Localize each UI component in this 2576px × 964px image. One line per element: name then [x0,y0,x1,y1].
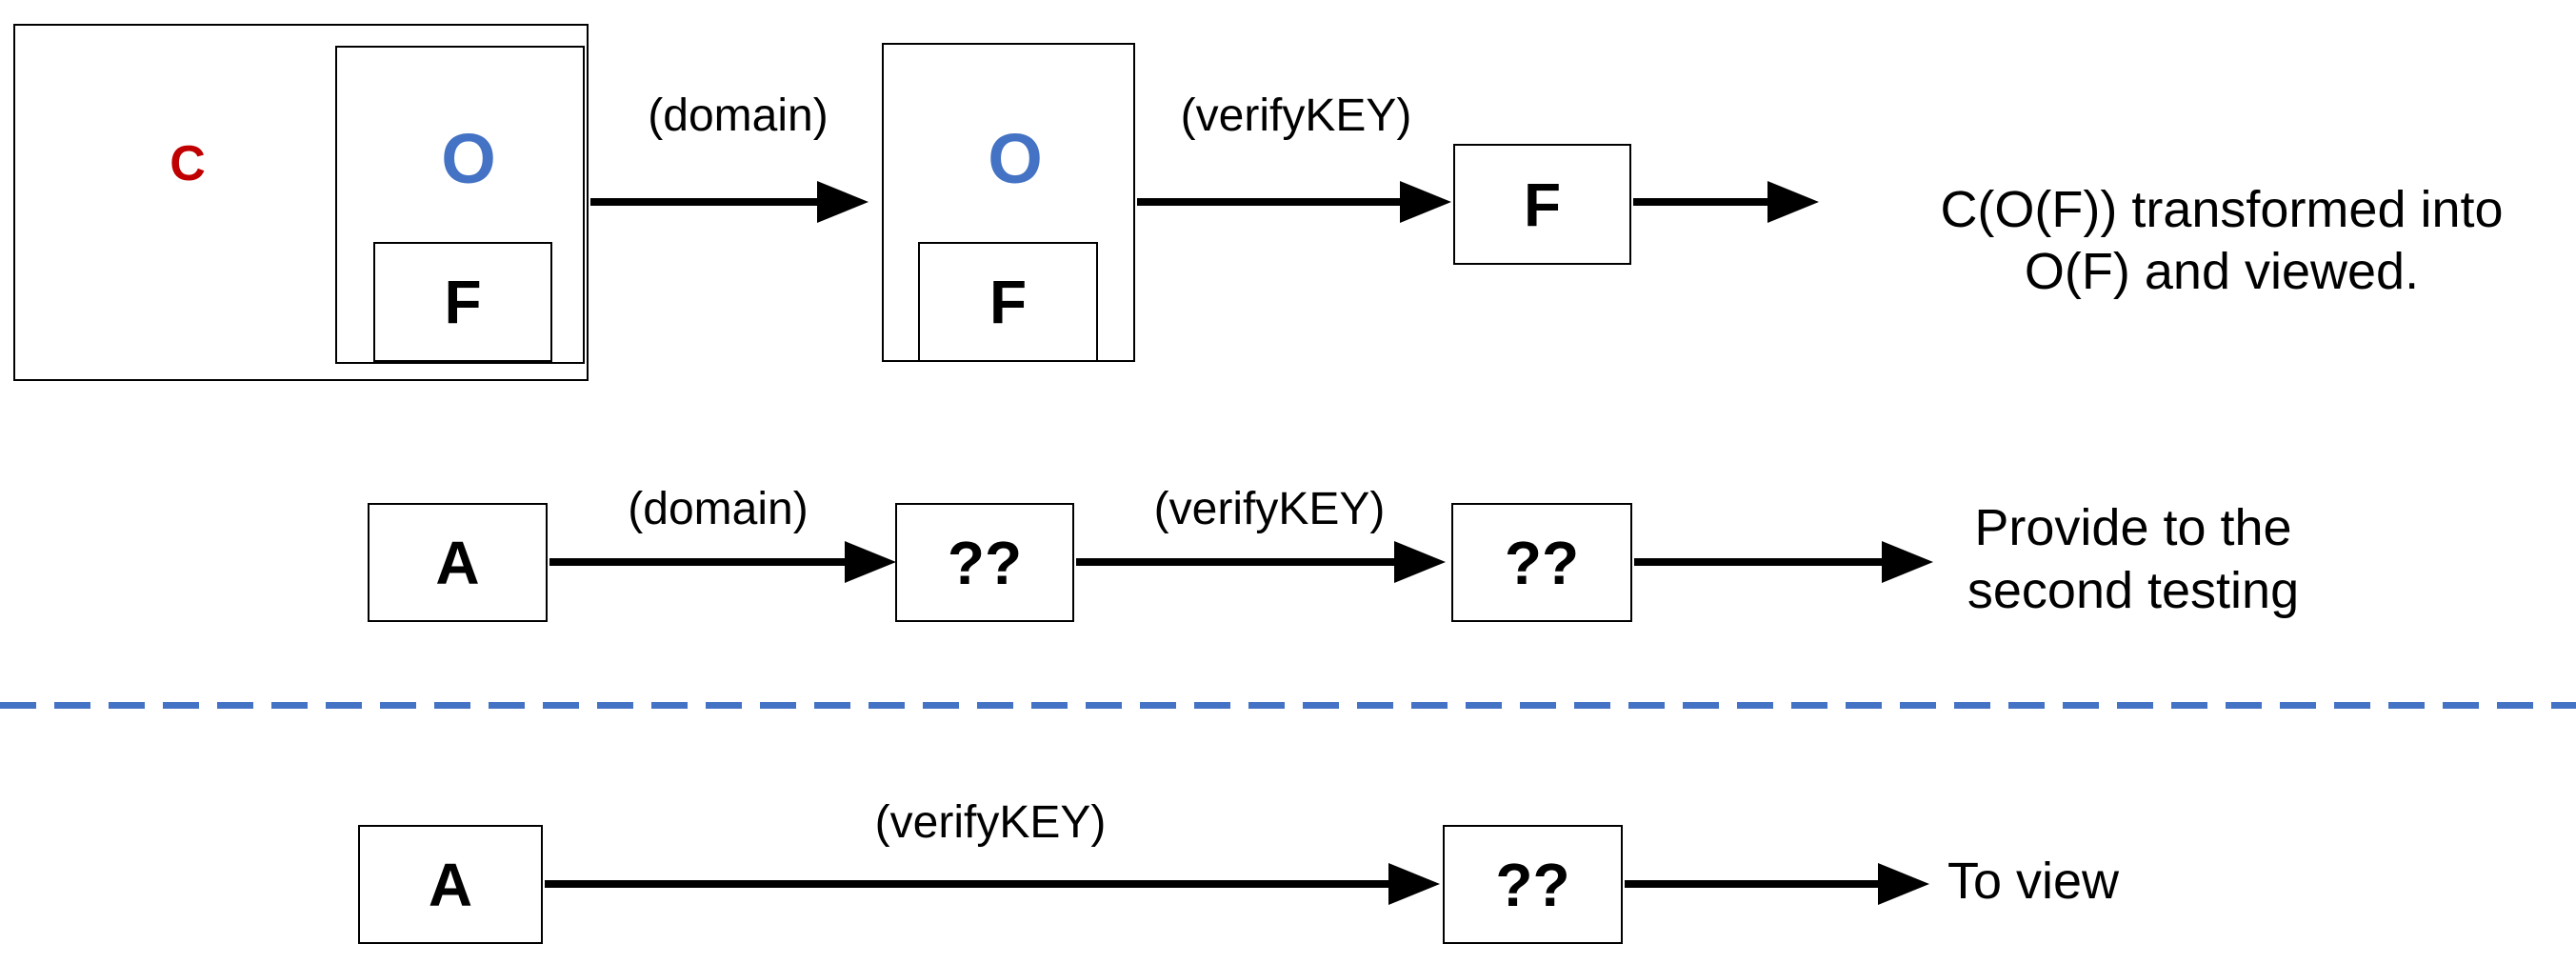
box-f-first: F [373,242,552,362]
row2-arrow-verifykey [1076,541,1446,583]
arrow-shaft [1634,558,1882,566]
box-o-first [335,46,585,364]
arrow-head [1882,541,1933,583]
row2-label-verifykey: (verifyKEY) [1153,484,1386,534]
arrow-shaft [1633,198,1767,206]
arrow-shaft [545,880,1388,888]
arrow-shaft [549,558,845,566]
dashed-divider [0,702,2576,709]
row1-caption-line1: C(O(F)) transformed into [1940,181,2504,238]
letter-o-first: O [441,119,496,198]
arrow-shaft [590,198,817,206]
row2-caption: Provide to the second testing [1895,496,2371,622]
row2-arrow-domain [549,541,896,583]
row3-arrow-result [1625,863,1929,905]
arrow-shaft [1137,198,1400,206]
arrow-head [1388,863,1440,905]
box-f-second: F [918,242,1098,362]
row1-arrow-result [1633,181,1819,223]
arrow-head [845,541,896,583]
row1-arrow-domain [590,181,869,223]
box-f-third: F [1453,144,1631,265]
letter-q2-row2: ?? [1504,528,1580,597]
row1-arrow-verifykey [1137,181,1451,223]
box-q2-row2: ?? [1451,503,1632,622]
arrow-shaft [1625,880,1878,888]
letter-f-second: F [988,268,1028,336]
letter-a-row2: A [435,528,480,597]
row3-arrow-verifykey [545,863,1440,905]
row2-arrow-result [1634,541,1933,583]
row3-caption: To view [1843,850,2224,913]
letter-q-row3: ?? [1495,850,1570,919]
box-q-row3: ?? [1443,825,1623,944]
row1-caption-line2: O(F) and viewed. [2024,243,2420,300]
arrow-shaft [1076,558,1394,566]
arrow-head [1394,541,1446,583]
row1-caption: C(O(F)) transformed into O(F) and viewed… [1936,179,2507,303]
arrow-head [1767,181,1819,223]
letter-a-row3: A [428,850,473,919]
row1-label-verifykey: (verifyKEY) [1180,90,1412,141]
box-a-row3: A [358,825,543,944]
row2-caption-line1: Provide to the [1974,499,2292,556]
row3-label-verifykey: (verifyKEY) [874,797,1107,848]
row3-caption-line: To view [1947,853,2120,910]
row2-caption-line2: second testing [1967,562,2300,619]
box-a-row2: A [368,503,548,622]
box-q1-row2: ?? [895,503,1074,622]
box-c-outer [13,24,589,381]
arrow-head [1878,863,1929,905]
row1-label-domain: (domain) [648,90,829,141]
letter-f-third: F [1523,170,1562,239]
arrow-head [817,181,869,223]
letter-q1-row2: ?? [947,528,1023,597]
letter-o-second: O [988,119,1043,198]
row2-label-domain: (domain) [628,484,809,534]
letter-c: C [170,136,206,191]
letter-f-first: F [444,268,482,336]
arrow-head [1400,181,1451,223]
